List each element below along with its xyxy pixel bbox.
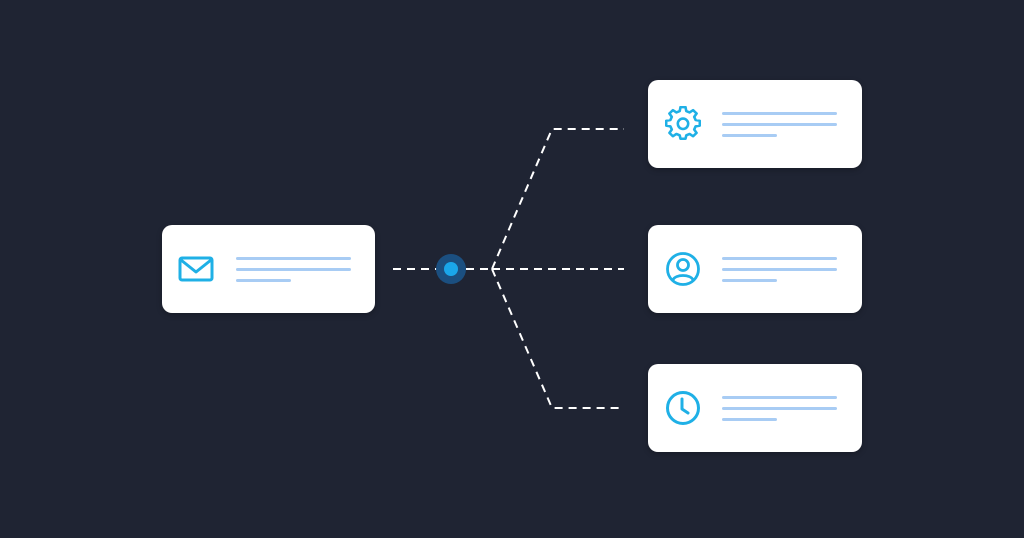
- clock-icon: [665, 390, 701, 426]
- text-placeholder-line: [722, 268, 837, 271]
- text-placeholder-line: [722, 112, 837, 115]
- connector-branch-to-settings: [491, 128, 624, 270]
- text-placeholder-line: [236, 268, 351, 271]
- user-circle-icon: [665, 251, 701, 287]
- junction-node-core: [444, 262, 458, 276]
- text-placeholder-line: [722, 396, 837, 399]
- text-placeholder-line: [236, 257, 351, 260]
- settings-card: [648, 80, 862, 168]
- text-placeholder-line: [722, 257, 837, 260]
- text-placeholder-line: [236, 279, 291, 282]
- source-card: [162, 225, 375, 313]
- text-placeholder-line: [722, 407, 837, 410]
- clock-card: [648, 364, 862, 452]
- user-card: [648, 225, 862, 313]
- text-placeholder-line: [722, 418, 777, 421]
- junction-node: [436, 254, 466, 284]
- gear-icon: [665, 106, 701, 142]
- text-placeholder-line: [722, 279, 777, 282]
- envelope-icon: [178, 251, 214, 287]
- text-placeholder-line: [722, 134, 777, 137]
- text-placeholder-line: [722, 123, 837, 126]
- connector-branch-to-clock: [491, 268, 624, 409]
